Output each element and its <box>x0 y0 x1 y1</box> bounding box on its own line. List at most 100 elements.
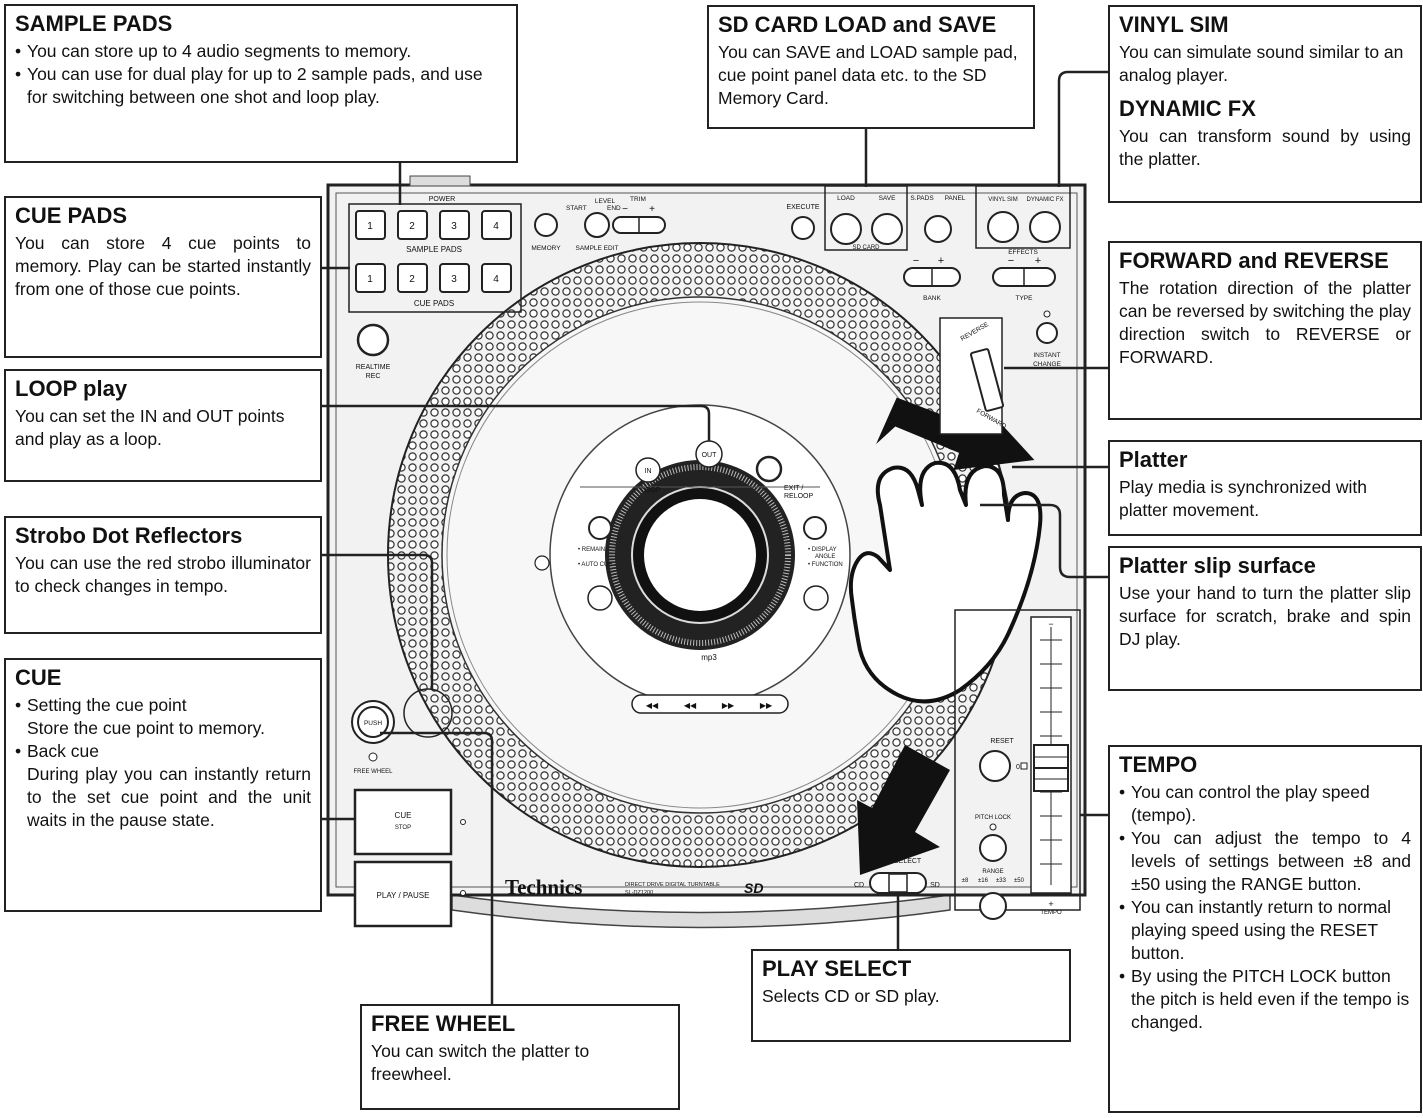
tempo-frame <box>954 609 1081 911</box>
search-forward-icon[interactable]: ▶▶ <box>722 701 735 710</box>
vinyl-sim-panel-label: VINYL SIM <box>988 197 1017 203</box>
search-back-icon[interactable]: ◀◀ <box>684 701 697 710</box>
callout-vinyl-sim: VINYL SIM You can simulate sound similar… <box>1108 5 1422 203</box>
range-8-label: ±8 <box>962 878 969 884</box>
cue-pad-1[interactable] <box>355 263 386 293</box>
leader-strobo <box>322 553 434 690</box>
callout-tempo: TEMPO You can control the play speed (te… <box>1108 745 1422 1113</box>
spads-panel-button[interactable] <box>924 215 952 243</box>
callout-sample-pads: SAMPLE PADS You can store up to 4 audio … <box>4 4 518 163</box>
trim-label: TRIM <box>630 196 646 203</box>
cue-item2-text: During play you can instantly return to … <box>27 764 311 830</box>
instant-change-led <box>1043 310 1051 318</box>
dynamic-fx-panel-label: DYNAMIC FX <box>1026 197 1063 203</box>
sample-pad-3-label: 3 <box>451 221 457 232</box>
cue-pad-2[interactable] <box>397 263 428 293</box>
zero-label: 0 <box>1016 764 1020 771</box>
tempo-plus-label: + <box>1048 899 1053 909</box>
vinyl-sim-button[interactable] <box>987 211 1019 243</box>
skip-forward-icon[interactable]: ▶▶ <box>760 701 773 710</box>
instant-label: INSTANT <box>1033 352 1060 359</box>
cue-pad-4[interactable] <box>481 263 512 293</box>
callout-platter-slip: Platter slip surface Use your hand to tu… <box>1108 546 1422 691</box>
free-wheel-label: FREE WHEEL <box>353 769 393 775</box>
cue-button-label: CUE <box>395 811 412 820</box>
reset-button[interactable] <box>979 750 1011 782</box>
callout-strobo-text: You can use the red strobo illuminator t… <box>15 553 311 596</box>
cue-pad-3[interactable] <box>439 263 470 293</box>
sample-pad-3[interactable] <box>439 210 470 240</box>
execute-button[interactable] <box>791 216 815 240</box>
platter[interactable]: LOOP IN OUT EXIT / RELOOP • REMAIN • AUT… <box>387 242 1013 868</box>
dynamic-fx-button[interactable] <box>1029 211 1061 243</box>
sd-label: SD <box>930 882 940 889</box>
save-label: SAVE <box>879 195 897 202</box>
memo-button-right[interactable] <box>803 585 829 611</box>
loop-in-button[interactable] <box>635 457 661 483</box>
realtime-rec-button[interactable] <box>356 323 390 357</box>
sd-load-button[interactable] <box>830 213 862 245</box>
sample-pad-2[interactable] <box>397 210 428 240</box>
callout-strobo: Strobo Dot Reflectors You can use the re… <box>4 516 322 634</box>
free-wheel-button[interactable] <box>357 706 389 738</box>
display-angle-button[interactable] <box>803 516 827 540</box>
callout-vinyl-sim-text: You can simulate sound similar to an ana… <box>1119 42 1404 85</box>
pitch-lock-button[interactable] <box>979 834 1007 862</box>
sample-pad-1[interactable] <box>355 210 386 240</box>
leader-vinyl-sim <box>1057 70 1109 187</box>
loop-in-label: IN <box>645 468 652 475</box>
callout-cue: CUE Setting the cue point Store the cue … <box>4 658 322 912</box>
power-tab <box>409 175 471 187</box>
exit-reloop-button[interactable] <box>755 455 783 483</box>
sample-pad-4[interactable] <box>481 210 512 240</box>
callout-platter-slip-title: Platter slip surface <box>1119 553 1316 578</box>
callout-dynamic-fx-title: DYNAMIC FX <box>1119 96 1256 121</box>
sample-pads-label: SAMPLE PADS <box>406 245 462 254</box>
sd-save-button[interactable] <box>871 213 903 245</box>
push-label: PUSH <box>364 720 382 727</box>
cue-button[interactable] <box>353 788 453 856</box>
level-knob[interactable] <box>584 212 610 238</box>
turntable-panel-inner-border <box>335 192 1078 888</box>
sample-edit-label: SAMPLE EDIT <box>576 245 619 252</box>
callout-cue-pads-title: CUE PADS <box>15 203 128 228</box>
callout-sd-card-text: You can SAVE and LOAD sample pad, cue po… <box>718 42 1018 108</box>
spads-label: S.PADS <box>910 195 934 202</box>
play-select-panel-label: PLAY SELECT <box>875 858 922 865</box>
callout-platter-slip-text: Use your hand to turn the platter slip s… <box>1119 583 1411 649</box>
play-pause-label: PLAY / PAUSE <box>377 891 430 900</box>
type-label: TYPE <box>1016 295 1034 302</box>
remain-button[interactable] <box>588 516 612 540</box>
range-button[interactable] <box>979 892 1007 920</box>
hand-icon <box>848 460 1043 704</box>
play-pause-button[interactable] <box>353 860 453 928</box>
list-item: Back cue During play you can instantly r… <box>15 740 311 832</box>
callout-loop-play: LOOP play You can set the IN and OUT poi… <box>4 369 322 482</box>
remain-label: • REMAIN <box>578 547 605 553</box>
callout-vinyl-sim-title: VINYL SIM <box>1119 12 1229 37</box>
pitch-lock-label: PITCH LOCK <box>975 815 1011 821</box>
stop-label: STOP <box>395 825 411 831</box>
cue-pad-4-label: 4 <box>493 274 499 285</box>
memo-button-left[interactable] <box>587 585 613 611</box>
skip-back-icon[interactable]: ◀◀ <box>646 701 659 710</box>
direction-switch[interactable] <box>969 348 1005 412</box>
technics-logo: Technics <box>505 875 582 899</box>
callout-free-wheel-text: You can switch the platter to freewheel. <box>371 1041 590 1084</box>
callout-platter-title: Platter <box>1119 447 1188 472</box>
type-plus-label: + <box>1035 255 1041 267</box>
play-led <box>460 890 466 896</box>
list-item: You can control the play speed (tempo). <box>1119 781 1411 827</box>
sample-pad-1-label: 1 <box>367 221 373 232</box>
trim-plus-label: + <box>649 204 655 215</box>
loop-out-label: OUT <box>702 452 718 459</box>
memory-button[interactable] <box>534 213 558 237</box>
instant-change-button[interactable] <box>1036 322 1058 344</box>
callout-forward-reverse-title: FORWARD and REVERSE <box>1119 248 1389 273</box>
callout-dynamic-fx-text: You can transform sound by using the pla… <box>1119 126 1411 169</box>
bank-label: BANK <box>923 295 941 302</box>
range-label: RANGE <box>982 869 1003 875</box>
cue-pad-3-label: 3 <box>451 274 457 285</box>
range-33-label: ±33 <box>996 878 1007 884</box>
